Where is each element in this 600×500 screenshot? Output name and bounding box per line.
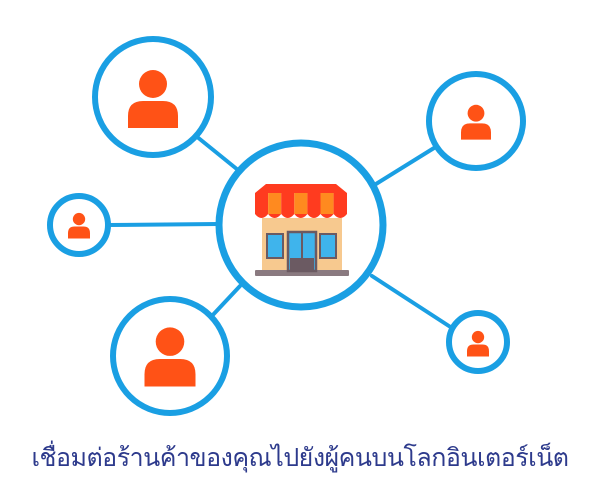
connector-lines bbox=[106, 134, 454, 330]
connector-bottom-left bbox=[208, 284, 242, 320]
network-diagram bbox=[47, 36, 526, 416]
user-node-bottom-left bbox=[110, 296, 230, 416]
store-hub bbox=[215, 139, 387, 311]
connector-left bbox=[106, 222, 220, 227]
user-node-bottom-right bbox=[446, 310, 510, 374]
connector-top-right bbox=[374, 146, 436, 186]
user-node-left bbox=[47, 193, 111, 257]
user-node-top-right bbox=[426, 71, 526, 171]
connector-bottom-right bbox=[370, 274, 454, 330]
user-node-top-left bbox=[92, 36, 214, 158]
caption-text: เชื่อมต่อร้านค้าของคุณไปยังผู้คนบนโลกอิน… bbox=[31, 443, 569, 472]
connector-top-left bbox=[194, 134, 240, 172]
store-icon bbox=[255, 184, 349, 276]
